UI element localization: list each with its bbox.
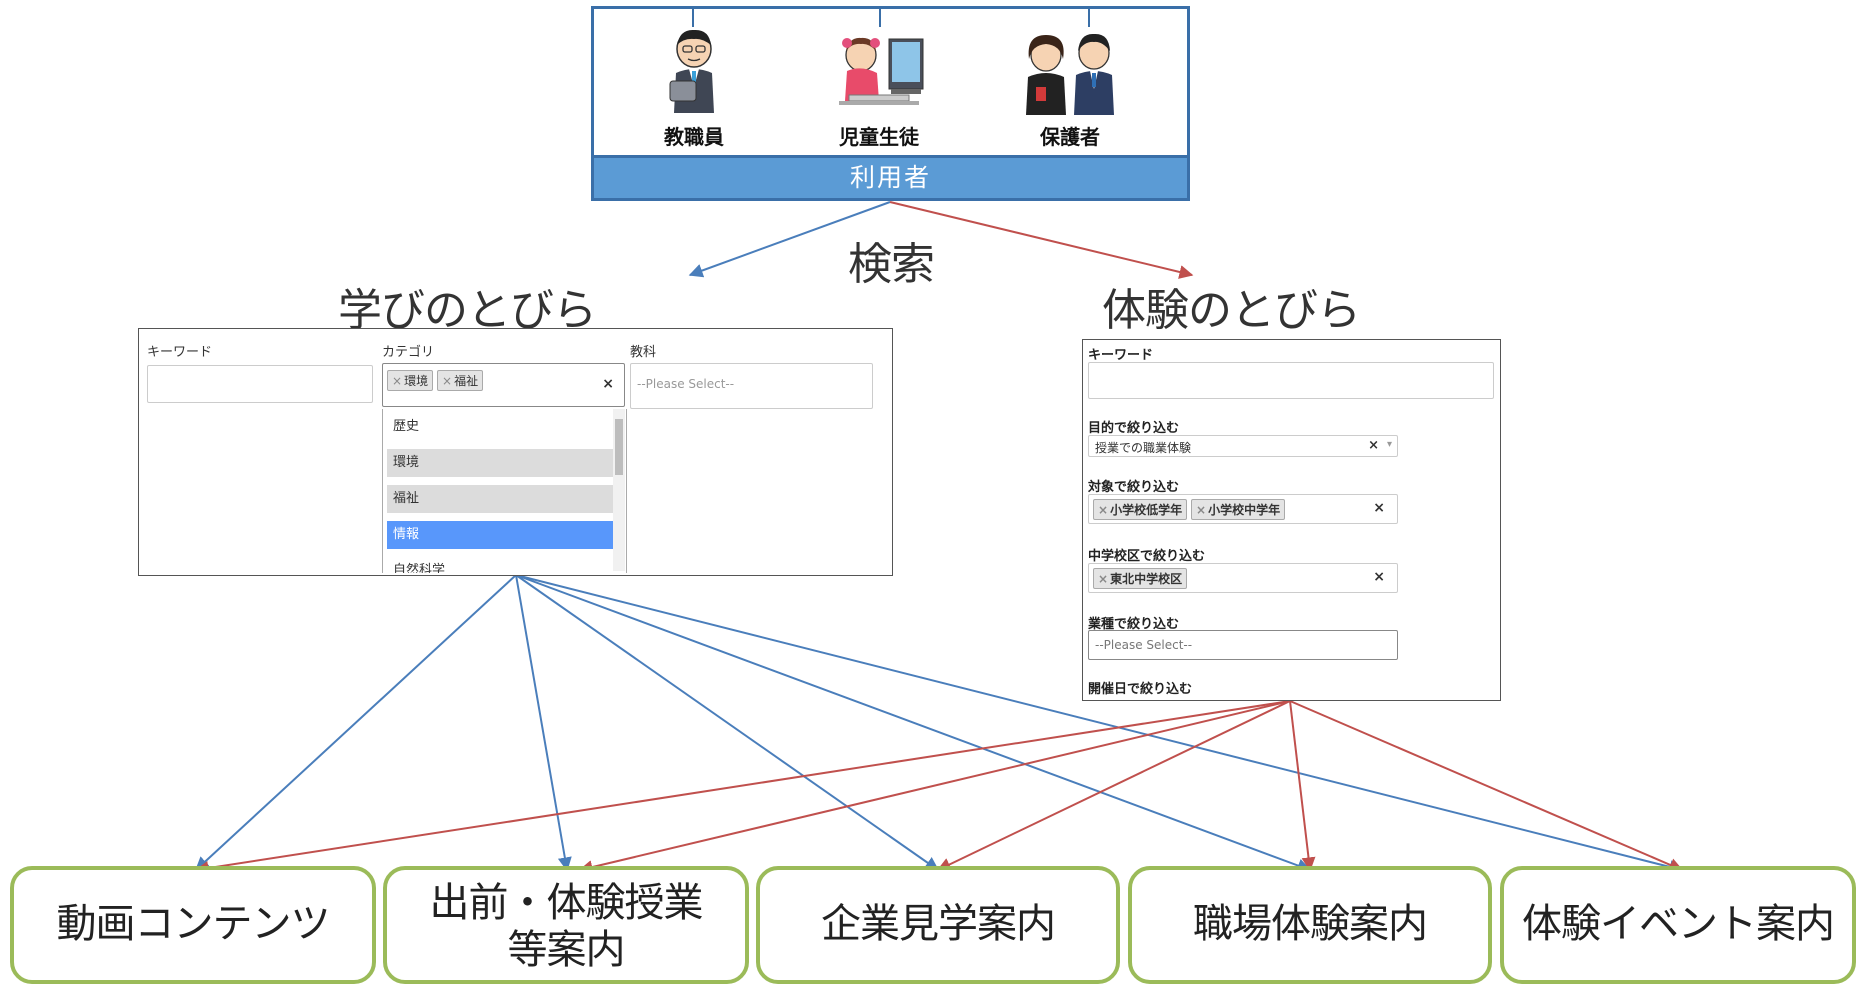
user-role-label: 児童生徒 — [839, 125, 919, 149]
arrow-taiken-to-result-2 — [578, 700, 1291, 874]
tag-label: 環境 — [404, 374, 429, 388]
result-outreach-lessons: 出前・体験授業 等案内 — [383, 866, 749, 984]
user-role-parent: 保護者 — [1010, 29, 1130, 149]
keyword-label: キーワード — [1088, 348, 1154, 363]
date-label: 開催日で絞り込む — [1088, 682, 1193, 697]
users-panel: 教職員 児童生徒 保護者 — [591, 6, 1190, 201]
subject-label: 教科 — [630, 345, 657, 360]
taiken-search-panel: キーワード 目的で絞り込む 授業での職業体験 × ▾ 対象で絞り込む ×小学校低… — [1082, 339, 1501, 701]
arrow-taiken-to-result-4 — [1289, 700, 1316, 872]
arrow-taiken-to-result-3 — [936, 700, 1291, 871]
manabi-title: 学びのとびら — [338, 285, 597, 336]
category-dropdown: 歴史 環境 福祉 情報 自然科学 — [382, 409, 627, 573]
result-label: 出前・体験授業 — [429, 879, 704, 926]
district-tag[interactable]: ×東北中学校区 — [1093, 568, 1188, 589]
category-tag[interactable]: ×環境 — [387, 370, 434, 391]
parents-icon — [1026, 33, 1114, 115]
manabi-search-panel: キーワード カテゴリ ×環境 ×福祉 × 歴史 環境 福祉 情報 自然科学 教科… — [138, 328, 893, 576]
scrollbar[interactable] — [613, 409, 625, 571]
result-experience-events: 体験イベント案内 — [1500, 866, 1856, 984]
user-role-teacher: 教職員 — [634, 29, 754, 149]
arrow-manabi-to-result-2 — [515, 574, 572, 872]
purpose-select[interactable]: 授業での職業体験 × ▾ — [1088, 435, 1398, 457]
target-label: 対象で絞り込む — [1088, 480, 1180, 495]
tag-remove-icon[interactable]: × — [1098, 503, 1109, 517]
subject-select[interactable]: --Please Select-- — [630, 363, 873, 409]
dropdown-option[interactable]: 自然科学 — [393, 563, 446, 573]
clear-icon[interactable]: × — [602, 376, 614, 392]
result-label: 職場体験案内 — [1193, 901, 1428, 948]
result-label: 企業見学案内 — [821, 901, 1056, 948]
clear-icon[interactable]: × — [1368, 438, 1379, 453]
subject-placeholder: --Please Select-- — [637, 377, 735, 391]
keyword-input[interactable] — [1088, 362, 1494, 399]
result-label: 体験イベント案内 — [1522, 901, 1835, 948]
dropdown-option[interactable]: 歴史 — [393, 419, 420, 434]
arrow-taiken-to-result-1 — [194, 700, 1291, 875]
industry-label: 業種で絞り込む — [1088, 617, 1180, 632]
result-workplace-experience: 職場体験案内 — [1128, 866, 1492, 984]
target-tag[interactable]: ×小学校中学年 — [1191, 499, 1286, 520]
users-bar: 利用者 — [594, 155, 1187, 198]
user-role-student: 児童生徒 — [819, 29, 939, 149]
connector-line — [692, 9, 694, 27]
tag-remove-icon[interactable]: × — [1098, 572, 1109, 586]
industry-select[interactable]: --Please Select-- — [1088, 630, 1398, 660]
category-multiselect[interactable]: ×環境 ×福祉 × — [382, 363, 625, 407]
user-role-label: 保護者 — [1040, 125, 1100, 149]
industry-placeholder: --Please Select-- — [1095, 638, 1193, 652]
district-multiselect[interactable]: ×東北中学校区 × — [1088, 563, 1398, 593]
result-label: 動画コンテンツ — [56, 901, 331, 948]
result-video-contents: 動画コンテンツ — [10, 866, 376, 984]
tag-remove-icon[interactable]: × — [1196, 503, 1207, 517]
arrow-taiken-to-result-5 — [1289, 700, 1684, 872]
target-tag[interactable]: ×小学校低学年 — [1093, 499, 1188, 520]
target-multiselect[interactable]: ×小学校低学年 ×小学校中学年 × — [1088, 494, 1398, 524]
clear-icon[interactable]: × — [1373, 569, 1385, 585]
arrow-manabi-to-result-1 — [194, 574, 517, 871]
student-at-computer-icon — [839, 37, 924, 105]
search-label: 検索 — [848, 239, 935, 290]
scrollbar-thumb[interactable] — [615, 419, 623, 475]
result-label-line2: 等案内 — [507, 927, 626, 973]
connector-line — [1088, 9, 1090, 27]
connector-line — [879, 9, 881, 27]
tag-label: 小学校中学年 — [1208, 503, 1281, 517]
tag-label: 小学校低学年 — [1110, 503, 1183, 517]
district-label: 中学校区で絞り込む — [1088, 549, 1206, 564]
dropdown-option[interactable]: 環境 — [387, 449, 617, 477]
category-tag[interactable]: ×福祉 — [437, 370, 484, 391]
arrow-users-to-taiken — [889, 201, 1194, 279]
teacher-with-tablet-icon — [669, 29, 714, 113]
dropdown-option-selected[interactable]: 情報 — [387, 521, 617, 549]
tag-label: 福祉 — [454, 374, 479, 388]
category-label: カテゴリ — [382, 345, 435, 360]
tag-remove-icon[interactable]: × — [442, 374, 453, 388]
arrow-manabi-to-result-3 — [515, 574, 940, 871]
tag-remove-icon[interactable]: × — [392, 374, 403, 388]
purpose-value: 授業での職業体験 — [1095, 441, 1192, 455]
dropdown-option[interactable]: 福祉 — [387, 485, 617, 513]
result-company-tour: 企業見学案内 — [756, 866, 1120, 984]
tag-label: 東北中学校区 — [1110, 572, 1183, 586]
chevron-down-icon[interactable]: ▾ — [1386, 439, 1392, 450]
keyword-input[interactable] — [147, 365, 373, 403]
taiken-title: 体験のとびら — [1102, 285, 1361, 336]
user-role-label: 教職員 — [664, 125, 724, 149]
clear-icon[interactable]: × — [1373, 500, 1385, 516]
purpose-label: 目的で絞り込む — [1088, 421, 1180, 436]
keyword-label: キーワード — [147, 345, 213, 360]
